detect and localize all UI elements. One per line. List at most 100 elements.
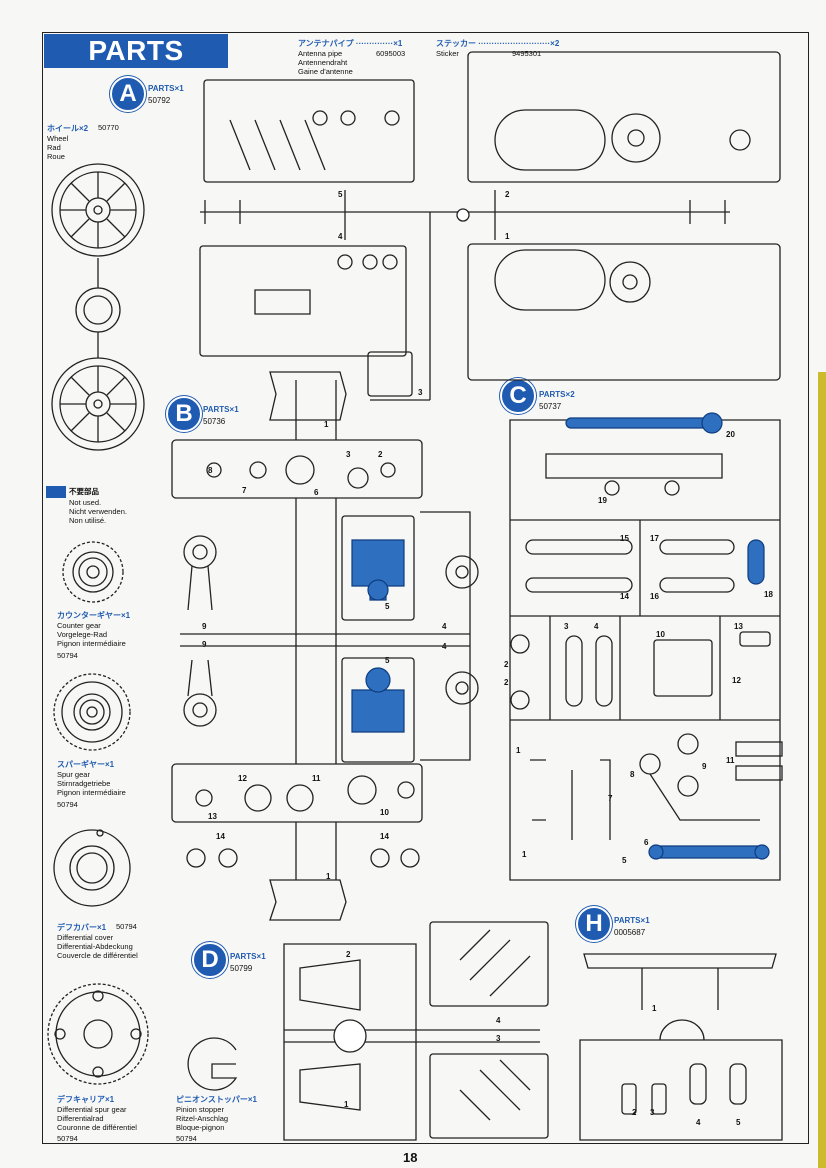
part-number-c-6: 18: [764, 590, 773, 599]
part-number-b-17: 14: [380, 832, 389, 841]
antenna-fr: Gaine d'antenne: [298, 67, 353, 76]
counter-gear-fr: Pignon intermédiaire: [57, 639, 126, 648]
pinion-stopper-en: Pinion stopper: [176, 1105, 224, 1114]
sticker-en: Sticker: [436, 49, 459, 58]
part-number-a-1: 4: [338, 232, 343, 241]
part-number-b-7: 9: [202, 640, 207, 649]
part-number-b-12: 12: [238, 774, 247, 783]
antenna-de: Antennendraht: [298, 58, 348, 67]
tree-h-badge: H: [576, 906, 612, 942]
page-number: 18: [403, 1150, 418, 1165]
pinion-stopper-code: 50794: [176, 1134, 197, 1143]
tree-h-code: 0005687: [614, 928, 646, 937]
spur-gear-en: Spur gear: [57, 770, 90, 779]
part-number-c-11: 2: [504, 660, 509, 669]
legend-fr: Non utilisé.: [69, 516, 107, 525]
part-number-b-10: 5: [385, 656, 390, 665]
spur-gear-code: 50794: [57, 800, 78, 809]
part-number-a-4: 3: [418, 388, 423, 397]
legend-en: Not used.: [69, 498, 102, 507]
diff-cover-jp: デフカバー×1: [57, 923, 107, 932]
part-number-b-14: 13: [208, 812, 217, 821]
wheel-code: 50770: [98, 123, 119, 132]
part-number-c-4: 14: [620, 592, 629, 601]
part-number-b-4: 3: [346, 450, 351, 459]
part-number-c-17: 8: [630, 770, 635, 779]
diff-cover-code: 50794: [116, 922, 137, 931]
part-number-b-6: 9: [202, 622, 207, 631]
part-number-b-8: 5: [385, 602, 390, 611]
wheel-de: Rad: [47, 143, 61, 152]
diff-cover-de: Differential-Abdeckung: [57, 942, 133, 951]
part-number-h-0: 1: [652, 1004, 657, 1013]
part-number-d-2: 3: [496, 1034, 501, 1043]
pinion-stopper-fr: Bloque-pignon: [176, 1123, 225, 1132]
wheel-drawing-top: [51, 163, 145, 257]
part-number-d-0: 2: [346, 950, 351, 959]
part-number-c-8: 4: [594, 622, 599, 631]
tree-a-badge: A: [110, 76, 146, 112]
tree-h-drawing: [579, 953, 783, 1141]
diff-carrier-drawing: [47, 983, 149, 1085]
counter-gear-jp: カウンターギヤー×1: [57, 611, 131, 620]
part-number-b-1: 8: [208, 466, 213, 475]
sticker-jp: ステッカー ···························×2: [436, 39, 560, 48]
legend-de: Nicht verwenden.: [69, 507, 127, 516]
spur-gear-drawing: [53, 673, 131, 751]
legend-jp: 不要部品: [69, 487, 99, 496]
tree-d-parts: PARTS×1: [230, 952, 266, 961]
tree-b-drawing: [171, 371, 479, 921]
part-number-b-2: 7: [242, 486, 247, 495]
part-number-d-1: 4: [496, 1016, 501, 1025]
part-number-a-0: 5: [338, 190, 343, 199]
part-number-c-13: 12: [732, 676, 741, 685]
part-number-c-21: 6: [644, 838, 649, 847]
part-number-c-5: 16: [650, 592, 659, 601]
spur-gear-de: Stirnradgetriebe: [57, 779, 111, 788]
wheel-adapter-ring: [75, 287, 121, 333]
wheel-drawing-bottom: [51, 357, 145, 451]
antenna-jp: アンテナパイプ ··············×1: [298, 39, 403, 48]
tree-c-badge: C: [500, 378, 536, 414]
parts-frame: [42, 32, 809, 1144]
antenna-code: 6095003: [376, 49, 406, 58]
part-number-c-15: 9: [702, 762, 707, 771]
diff-carrier-fr: Couronne de différentiel: [57, 1123, 137, 1132]
part-number-c-3: 17: [650, 534, 659, 543]
antenna-en: Antenna pipe: [298, 49, 343, 58]
diff-cover-fr: Couvercle de différentiel: [57, 951, 138, 960]
tree-b-badge: B: [166, 396, 202, 432]
part-number-b-0: 1: [324, 420, 329, 429]
part-number-c-0: 20: [726, 430, 735, 439]
diff-carrier-code: 50794: [57, 1134, 78, 1143]
counter-gear-code: 50794: [57, 651, 78, 660]
part-number-c-20: 5: [622, 856, 627, 865]
diff-cover-drawing: [53, 829, 131, 907]
part-number-b-16: 14: [216, 832, 225, 841]
part-number-b-18: 1: [326, 872, 331, 881]
part-number-c-14: 1: [516, 746, 521, 755]
sticker-code: 9495301: [512, 49, 542, 58]
tree-b-parts: PARTS×1: [203, 405, 239, 414]
part-number-c-1: 19: [598, 496, 607, 505]
pinion-stopper-de: Ritzel-Anschlag: [176, 1114, 229, 1123]
tree-b-code: 50736: [203, 417, 226, 426]
wheel-jp: ホイール×2: [47, 124, 89, 133]
not-used-swatch: [46, 486, 66, 498]
part-number-b-9: 4: [442, 622, 447, 631]
tree-d-code: 50799: [230, 964, 253, 973]
part-number-c-7: 3: [564, 622, 569, 631]
part-number-c-12: 2: [504, 678, 509, 687]
spur-gear-jp: スパーギヤー×1: [57, 760, 115, 769]
part-number-c-2: 15: [620, 534, 629, 543]
part-number-b-3: 6: [314, 488, 319, 497]
part-number-h-3: 4: [696, 1118, 701, 1127]
diff-carrier-en: Differential spur gear: [57, 1105, 127, 1114]
counter-gear-drawing: [62, 541, 124, 603]
part-number-d-3: 1: [344, 1100, 349, 1109]
tree-a-drawing: [199, 51, 781, 401]
tree-d-badge: D: [192, 942, 228, 978]
diff-carrier-de: Differentialrad: [57, 1114, 104, 1123]
part-number-a-2: 2: [505, 190, 510, 199]
